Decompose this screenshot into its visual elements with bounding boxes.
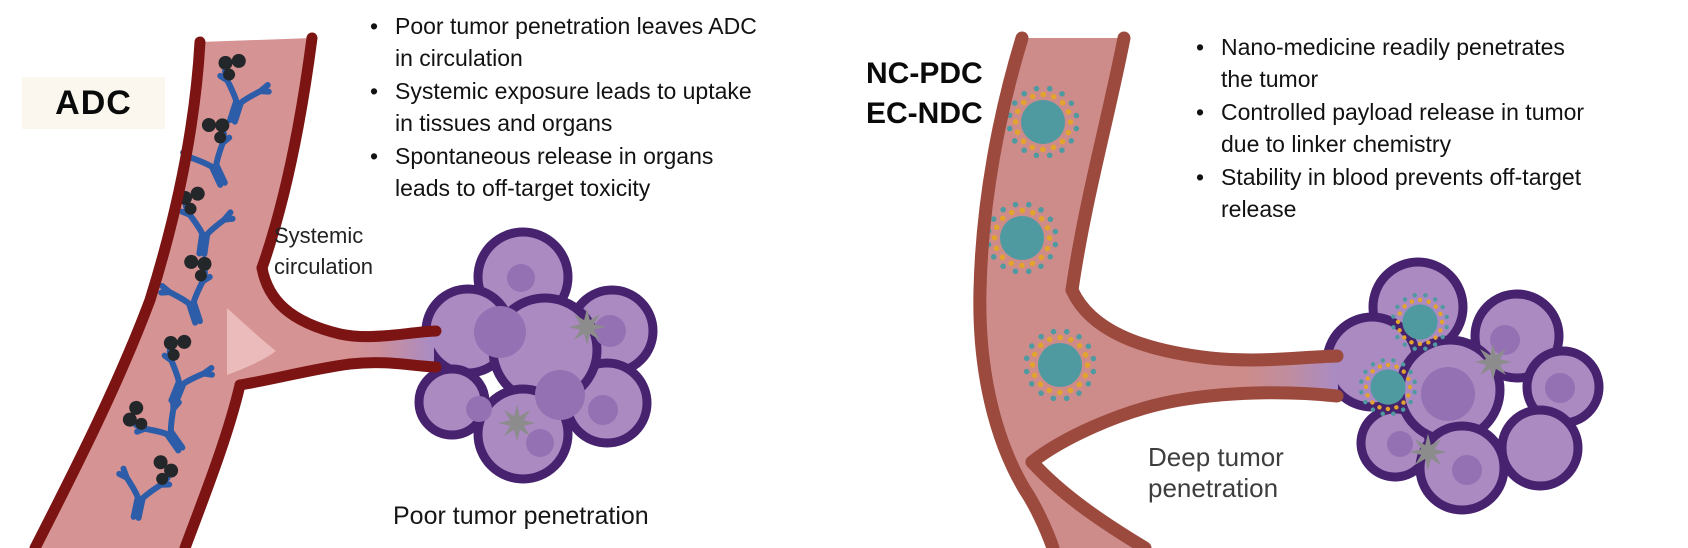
tumor-nucleus xyxy=(594,315,626,347)
deep-tumor-penetration-caption: Deep tumor penetration xyxy=(1148,442,1284,503)
right-bullet-list: Nano-medicine readily penetrates the tum… xyxy=(1194,31,1584,225)
flow-funnel-highlight xyxy=(227,308,276,375)
right-vessel-lumen xyxy=(979,38,1334,548)
right-blood-vessel xyxy=(979,38,1334,548)
tumor-nucleus xyxy=(474,306,526,358)
tumor-nucleus xyxy=(1421,367,1475,421)
tumor-nucleus xyxy=(507,264,535,292)
systemic-circulation-label: Systemic circulation xyxy=(274,223,374,279)
tumor-nucleus xyxy=(466,396,492,422)
left-bullet-3: Spontaneous release in organs leads to o… xyxy=(368,140,757,205)
tumor-nucleus xyxy=(526,429,554,457)
tumor-lobe xyxy=(1497,405,1583,491)
adc-label: ADC xyxy=(55,83,132,122)
left-vessel-walls xyxy=(29,32,442,548)
dead-cell-icon xyxy=(1474,343,1512,381)
right-vessel-walls xyxy=(973,31,1344,548)
dead-cell-icon xyxy=(498,404,536,442)
tumor-nucleus xyxy=(1545,373,1575,403)
left-tumor xyxy=(414,227,658,484)
adc-label-box: ADC xyxy=(22,77,165,129)
left-bullet-2: Systemic exposure leads to uptake in tis… xyxy=(368,75,757,140)
poor-tumor-penetration-caption: Poor tumor penetration xyxy=(393,502,649,530)
left-bullet-1: Poor tumor penetration leaves ADC in cir… xyxy=(368,10,757,75)
tumor-nucleus xyxy=(1387,431,1413,457)
tumor-nucleus xyxy=(1452,455,1482,485)
tumor-nucleus xyxy=(535,370,585,420)
tumor-nucleus xyxy=(588,395,618,425)
nc-pdc-ec-ndc-label: NC-PDC EC-NDC xyxy=(866,57,983,130)
right-bullet-3: Stability in blood prevents off-target r… xyxy=(1194,161,1584,226)
right-bullet-1: Nano-medicine readily penetrates the tum… xyxy=(1194,31,1584,96)
dead-cell-icon xyxy=(568,308,606,346)
tumor-nucleus xyxy=(1490,325,1520,355)
dead-cell-icon xyxy=(1409,433,1447,471)
right-bullet-2: Controlled payload release in tumor due … xyxy=(1194,96,1584,161)
left-bullet-list: Poor tumor penetration leaves ADC in cir… xyxy=(368,10,757,204)
right-tumor xyxy=(1322,257,1604,515)
